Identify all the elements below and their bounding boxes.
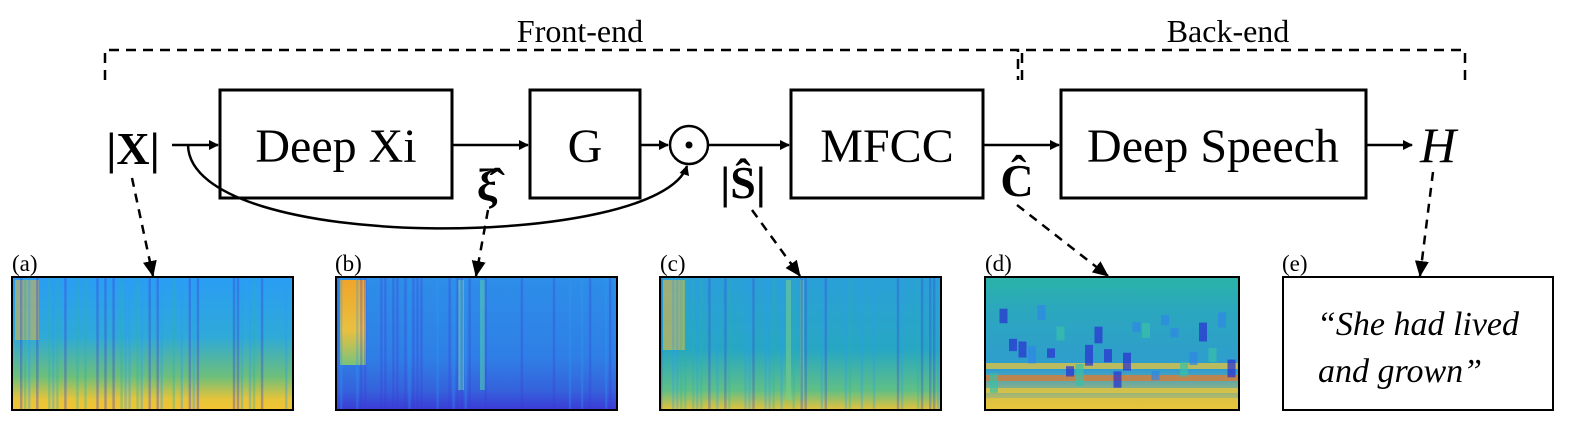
panel-a-spectrogram (11, 276, 294, 411)
gain-block (528, 88, 642, 200)
deep-xi-block (218, 88, 454, 200)
c-hat-symbol: Ĉ (1000, 153, 1033, 206)
panel-a-label: (a) (12, 251, 38, 276)
panel-d-mfcc (984, 276, 1240, 411)
panel-c-label: (c) (660, 251, 686, 276)
pointer-arrows (130, 171, 1435, 277)
panel-e-transcript: “She had lived and grown” (1282, 276, 1554, 411)
xi-hat-symbol: ξ̂ (477, 159, 506, 210)
panel-c-enhanced-spectrogram (659, 276, 942, 411)
pointer-e (1414, 171, 1435, 277)
back-end-bracket (1020, 48, 1467, 80)
transcript-line-2: and grown” (1318, 353, 1482, 390)
s-hat-magnitude-symbol: |Ŝ| (720, 157, 766, 208)
deep-xi-label: Deep Xi (255, 120, 416, 173)
output-h-symbol: H (1419, 117, 1459, 173)
transcript-line-1: “She had lived (1317, 306, 1520, 343)
multiply-dot-icon (685, 141, 693, 149)
front-end-bracket (103, 48, 1020, 80)
arrow-bypass-to-multiply (186, 144, 689, 230)
flow-arrows (172, 140, 1413, 230)
pointer-b (471, 209, 490, 277)
mfcc-block (789, 88, 985, 200)
front-end-label: Front-end (517, 13, 643, 49)
panel-d-label: (d) (985, 251, 1012, 276)
pointer-c (750, 209, 802, 277)
panel-b-snr-estimate (335, 276, 618, 411)
input-magnitude-symbol: |X| (106, 123, 159, 174)
panel-b-label: (b) (335, 251, 362, 276)
pointer-a (130, 177, 157, 277)
mfcc-label: MFCC (820, 120, 953, 173)
back-end-label: Back-end (1167, 13, 1290, 49)
gain-label: G (568, 120, 603, 173)
deep-speech-label: Deep Speech (1087, 120, 1339, 173)
panel-e-label: (e) (1282, 251, 1308, 276)
pointer-d (1016, 204, 1109, 277)
